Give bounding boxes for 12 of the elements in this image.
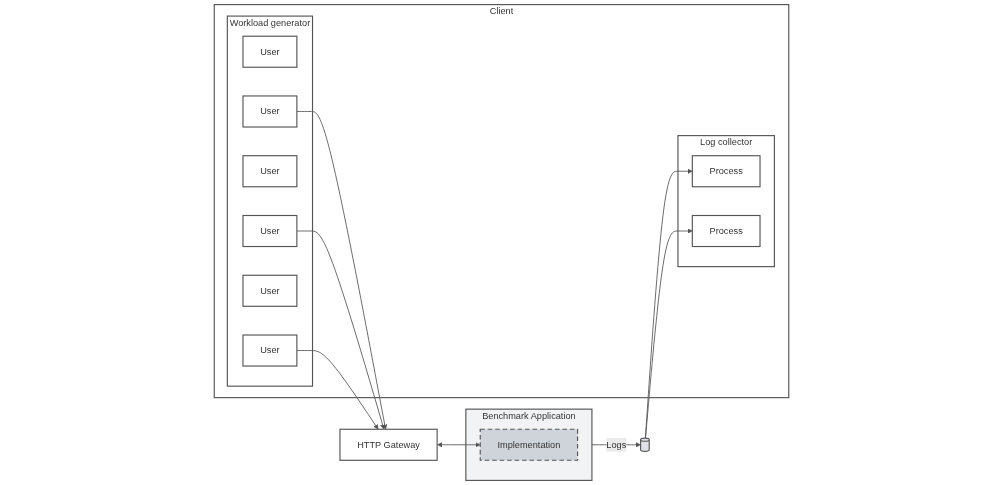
node-box: HTTP Gateway: [339, 428, 438, 461]
node-box: Implementation: [479, 428, 579, 461]
edge-label: Logs: [606, 439, 627, 450]
node-box: User: [242, 214, 298, 248]
node-box: User: [242, 35, 298, 68]
node-box: User: [242, 334, 298, 367]
node-cylinder: [640, 437, 650, 452]
node-box: User: [242, 274, 298, 307]
node-box: User: [242, 155, 298, 188]
node-box: User: [242, 95, 298, 128]
node-box: Process: [691, 155, 761, 188]
node-box: Process: [691, 214, 761, 248]
